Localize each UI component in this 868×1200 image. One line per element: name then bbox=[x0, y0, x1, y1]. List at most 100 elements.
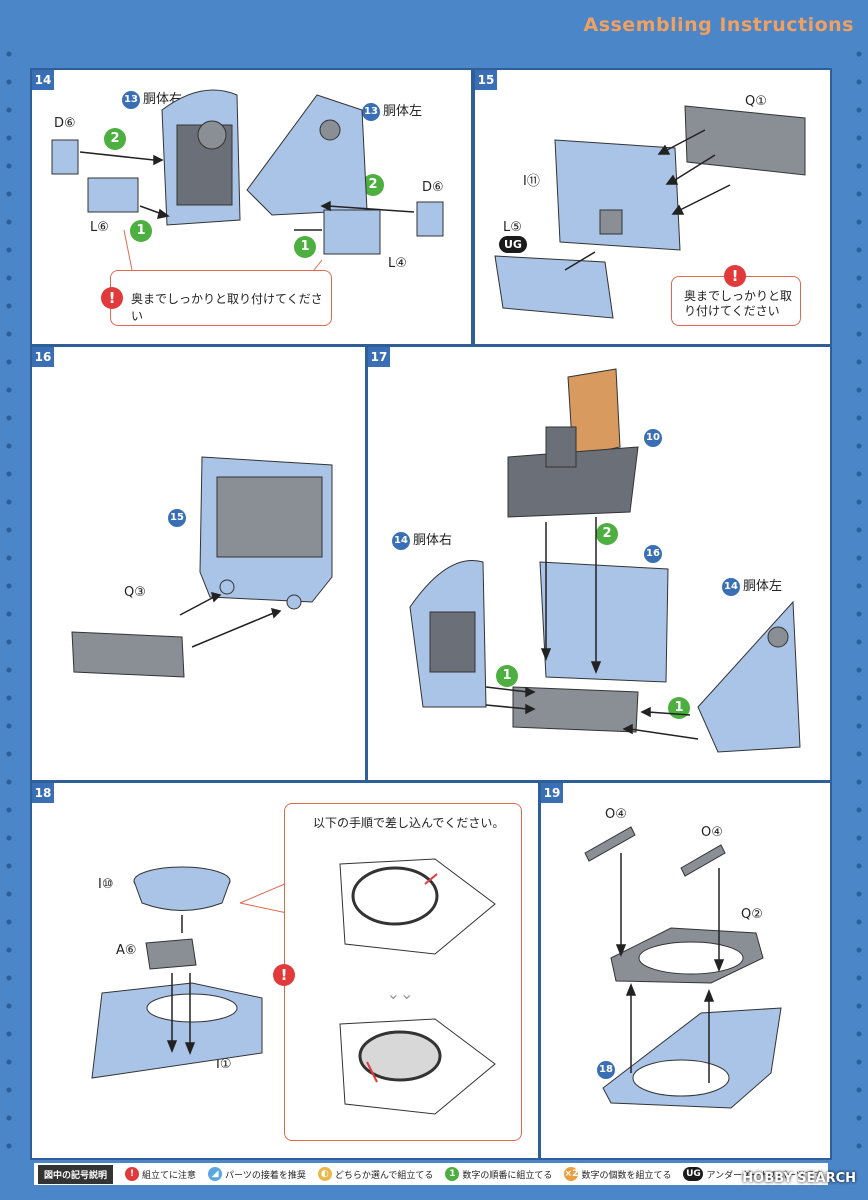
order-badge: 2 bbox=[104, 128, 126, 150]
part-l6-label: L⑥ bbox=[90, 220, 109, 235]
step-16-illustration bbox=[71, 456, 333, 678]
choice-icon: ◐ bbox=[317, 1167, 332, 1181]
body-left-shape bbox=[246, 94, 368, 216]
warning-icon: ! bbox=[273, 964, 295, 986]
left-binding-rail bbox=[2, 40, 16, 1160]
order-badge: 1 bbox=[496, 665, 518, 687]
step-16-panel: 16 15 Q③ bbox=[30, 345, 367, 782]
assembly-arrows bbox=[179, 591, 282, 648]
instruction-callout: 以下の手順で差し込んでください。 ! ⌄⌄ bbox=[273, 803, 522, 1141]
order-badge: 1 bbox=[130, 220, 152, 242]
body-right-text: 胴体右 bbox=[413, 533, 453, 548]
part-o4-label: O④ bbox=[701, 825, 723, 840]
ref-badge: 14 bbox=[722, 577, 740, 596]
order-badge: 2 bbox=[362, 174, 384, 196]
legend-text: 組立てに注意 bbox=[142, 1170, 197, 1181]
symbol-legend: 図中の記号説明 !組立てに注意 ◢パーツの接着を推奨 ◐どちらか選んで組立てる … bbox=[34, 1163, 828, 1185]
part-d6-shape bbox=[416, 201, 444, 237]
part-a6-shape bbox=[145, 938, 197, 970]
ref-badge: 18 bbox=[597, 1061, 615, 1079]
seat-back-inner bbox=[216, 476, 323, 558]
step-19-illustration bbox=[584, 826, 782, 1109]
part-l6-shape bbox=[87, 177, 139, 213]
warning-icon: ! bbox=[101, 287, 123, 309]
seat-base-shape bbox=[507, 446, 639, 518]
step-17-illustration bbox=[409, 368, 801, 753]
ug-badge: UG bbox=[499, 236, 527, 253]
part-q3-label: Q③ bbox=[124, 585, 146, 600]
svg-text:⌄⌄: ⌄⌄ bbox=[387, 984, 414, 1003]
seat-ref: 10 bbox=[644, 429, 665, 447]
part-q3-shape bbox=[71, 631, 185, 678]
part-l5-label: L⑤ bbox=[503, 220, 522, 235]
body-left-text: 胴体左 bbox=[383, 104, 423, 119]
step-number: 16 bbox=[32, 347, 54, 367]
legend-title: 図中の記号説明 bbox=[38, 1164, 114, 1184]
watermark: HOBBY SEARCH bbox=[742, 1171, 856, 1186]
step-number: 19 bbox=[541, 783, 563, 803]
part-d6-shape bbox=[51, 139, 79, 175]
assembly-arrows bbox=[485, 517, 699, 740]
ref-badge: 14 bbox=[392, 531, 410, 550]
legend-item: ◐どちらか選んで組立てる bbox=[317, 1167, 434, 1181]
part-i11-shape bbox=[554, 139, 681, 251]
insertion-sequence-illustration: ⌄⌄ bbox=[339, 858, 496, 1115]
step-number: 18 bbox=[32, 783, 54, 803]
assembly-arrows bbox=[564, 129, 731, 271]
body-left-text: 胴体左 bbox=[743, 579, 783, 594]
legend-text: どちらか選んで組立てる bbox=[334, 1170, 434, 1181]
part-i1-label: I① bbox=[216, 1057, 232, 1072]
socket-shape bbox=[599, 209, 623, 235]
step-number: 15 bbox=[475, 70, 497, 90]
part-a6-label: A⑥ bbox=[116, 943, 137, 958]
legend-text: 数字の順番に組立てる bbox=[462, 1170, 553, 1181]
part-i11-label: I⑪ bbox=[523, 174, 540, 189]
assembly-arrows bbox=[166, 915, 196, 1056]
undergate-icon: UG bbox=[683, 1167, 704, 1181]
part-l5-shape bbox=[494, 255, 614, 319]
part-o4-label: O④ bbox=[605, 807, 627, 822]
part-d6-label: D⑥ bbox=[54, 116, 76, 131]
seat-side-shape bbox=[545, 426, 577, 468]
step-18-illustration bbox=[91, 866, 288, 1079]
legend-text: 数字の個数を組立てる bbox=[581, 1170, 672, 1181]
step-18-panel: 18 I⑩ A⑥ I① 以下の手順で差し込んでください。 ! ⌄⌄ bbox=[30, 781, 540, 1160]
order-icon: 1 bbox=[445, 1167, 460, 1181]
part-d6-label: D⑥ bbox=[422, 180, 444, 195]
body-left-shape bbox=[697, 600, 801, 753]
order-badge: 2 bbox=[596, 523, 618, 545]
assembly-arrows bbox=[79, 151, 415, 231]
hinge-shape bbox=[319, 119, 341, 141]
warning-callout: ! 奥までしっかりと取り付けてください bbox=[671, 265, 801, 326]
caution-icon: ! bbox=[125, 1167, 140, 1181]
page-title: Assembling Instructions bbox=[583, 14, 854, 36]
ref-badge: 13 bbox=[122, 90, 140, 109]
count-icon: ×2 bbox=[564, 1167, 579, 1181]
legend-text: アンダーゲートのパーツです bbox=[706, 1170, 823, 1181]
part-i10-label: I⑩ bbox=[98, 877, 114, 892]
step-number: 14 bbox=[32, 70, 54, 90]
legend-item: !組立てに注意 bbox=[125, 1167, 196, 1181]
glue-icon: ◢ bbox=[208, 1167, 223, 1181]
part-q2-label: Q② bbox=[741, 907, 763, 922]
warning-callout: ! 奥までしっかりと取り付けてください bbox=[101, 270, 332, 326]
part-o4-shape bbox=[584, 826, 636, 862]
step-15-illustration bbox=[494, 105, 806, 319]
step-19-panel: 19 O④ O④ Q② 18 bbox=[539, 781, 832, 1160]
part-o4-shape bbox=[680, 844, 726, 877]
legend-text: パーツの接着を推奨 bbox=[225, 1170, 306, 1181]
ref-badge: 15 bbox=[168, 509, 186, 527]
subassembly-ref: 18 bbox=[597, 1061, 618, 1079]
step-number: 17 bbox=[368, 347, 390, 367]
right-binding-rail bbox=[852, 40, 866, 1160]
step-14-illustration bbox=[51, 89, 444, 271]
part-l4-label: L④ bbox=[388, 256, 407, 271]
ref-badge: 16 bbox=[644, 545, 662, 563]
assembly-arrows bbox=[615, 853, 725, 1083]
legend-item: ◢パーツの接着を推奨 bbox=[208, 1167, 306, 1181]
